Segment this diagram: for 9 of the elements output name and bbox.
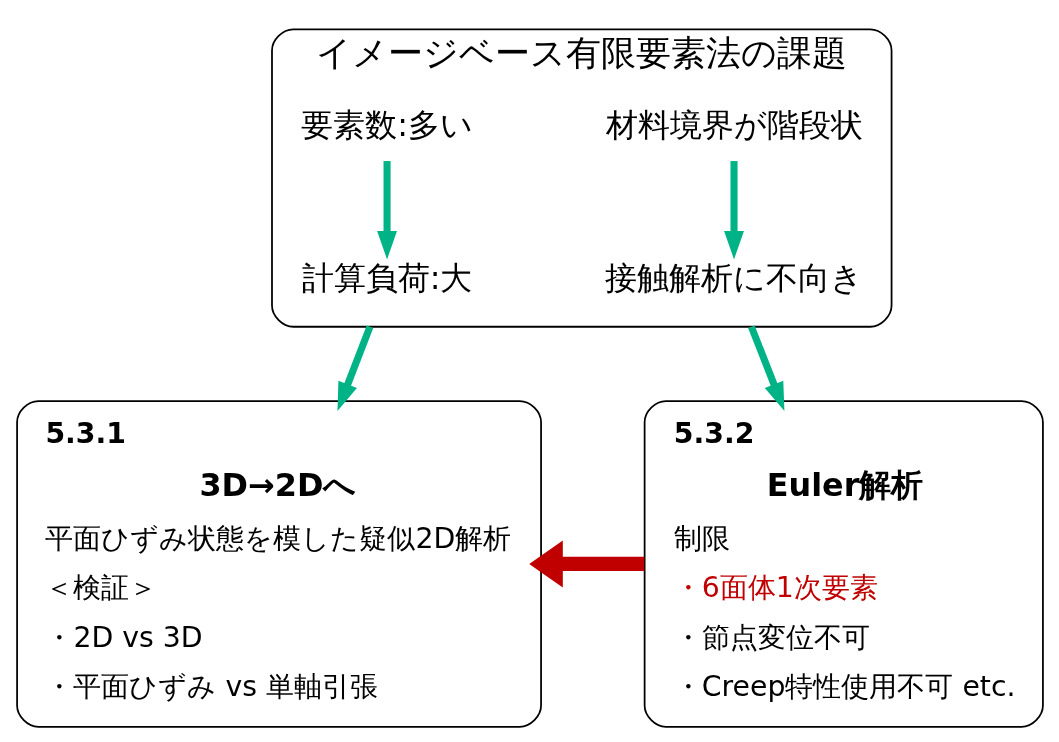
node-text: 計算負荷:大 [301,258,472,297]
arrow [747,325,784,411]
node-text: 材料境界が階段状 [605,106,863,145]
node-box: 5.3.2 Euler解析 制限 ・6面体1次要素 ・節点変位不可 ・Creep特性使用不可 etc. [643,400,1044,728]
arrow [337,325,373,411]
node-box: 5.3.1 3D→2Dへ 平面ひずみ状態を模した疑似2D解析 ＜検証＞ ・2D vs 3D ・平面ひずみ vs 単軸引張 [15,400,542,728]
arrow [528,540,644,588]
node-text: 接触解析に不向き [604,258,863,297]
node-text: 要素数:多い [300,106,473,145]
